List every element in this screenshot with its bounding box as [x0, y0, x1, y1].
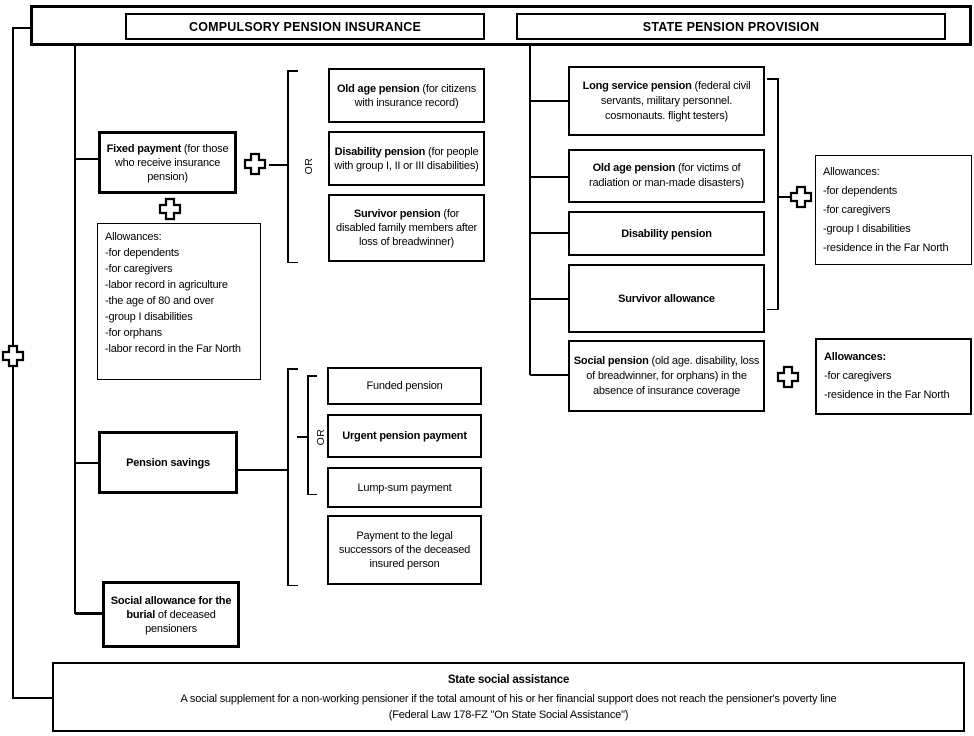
allowance-item: -group I disabilities	[105, 311, 193, 323]
connector-line	[12, 27, 31, 29]
plus-icon	[158, 197, 182, 221]
header-state-pension-provision: STATE PENSION PROVISION	[516, 13, 946, 40]
state-disability-pension-box: Disability pension	[568, 211, 765, 256]
connector-line	[530, 176, 568, 178]
or-bracket	[287, 70, 289, 263]
insurance-allowances-box: Allowances: -for dependents -for caregiv…	[97, 223, 261, 380]
group-bracket	[287, 584, 298, 586]
urgent-pension-payment-box: Urgent pension payment	[327, 414, 482, 458]
state-social-assistance-line2: (Federal Law 178-FZ "On State Social Ass…	[388, 708, 629, 721]
social-pension-box: Social pension (old age. disability, los…	[568, 340, 765, 412]
legal-successors-payment-box: Payment to the legal successors of the d…	[327, 515, 482, 585]
or-bracket	[297, 436, 307, 438]
or-label: OR	[303, 157, 315, 175]
plus-icon	[1, 344, 25, 368]
or-bracket	[307, 375, 309, 495]
burial-allowance-text: Social allowance for the burial of decea…	[110, 594, 232, 635]
state-allowances-box-1: Allowances: -for dependents -for caregiv…	[815, 155, 972, 265]
allowance-item: -for dependents	[105, 247, 180, 259]
fixed-payment-box: Fixed payment (for those who receive ins…	[98, 131, 237, 194]
state-social-assistance-line1: A social supplement for a non-working pe…	[180, 692, 837, 705]
survivor-allowance-box: Survivor allowance	[568, 264, 765, 333]
allowance-item: -for orphans	[105, 327, 162, 339]
state-social-assistance-title: State social assistance	[447, 673, 570, 686]
allowances-title: Allowances:	[824, 351, 886, 363]
disability-pension-box: Disability pension (for people with grou…	[328, 131, 485, 186]
group-bracket	[767, 308, 779, 310]
funded-pension-box: Funded pension	[327, 367, 482, 405]
connector-line	[238, 469, 287, 471]
group-bracket	[287, 368, 289, 586]
allowance-item: -group I disabilities	[823, 223, 911, 235]
allowance-item: -labor record in agriculture	[105, 279, 228, 291]
long-service-pension-box: Long service pension (federal civil serv…	[568, 66, 765, 136]
allowance-item: -residence in the Far North	[824, 389, 950, 401]
lump-sum-payment-text: Lump-sum payment	[357, 481, 452, 494]
survivor-pension-box: Survivor pension (for disabled family me…	[328, 194, 485, 262]
plus-icon	[243, 152, 267, 176]
social-pension-text: Social pension (old age. disability, los…	[573, 354, 760, 397]
or-bracket	[287, 261, 298, 263]
connector-line	[530, 374, 568, 376]
burial-allowance-box: Social allowance for the burial of decea…	[102, 581, 240, 648]
connector-line	[75, 612, 103, 615]
survivor-allowance-text: Survivor allowance	[618, 292, 715, 305]
urgent-pension-payment-text: Urgent pension payment	[342, 430, 467, 442]
allowance-item: -the age of 80 and over	[105, 295, 215, 307]
or-bracket	[287, 70, 298, 72]
plus-icon	[776, 365, 800, 389]
group-bracket	[287, 368, 298, 370]
group-bracket	[777, 78, 779, 310]
connector-line	[74, 44, 76, 614]
connector-line	[529, 44, 531, 375]
long-service-pension-text: Long service pension (federal civil serv…	[582, 79, 751, 122]
connector-line	[530, 100, 568, 102]
fixed-payment-text: Fixed payment (for those who receive ins…	[106, 142, 229, 183]
or-bracket	[269, 164, 287, 166]
allowances-title: Allowances:	[823, 166, 880, 178]
connector-line	[12, 697, 53, 699]
connector-line	[75, 462, 98, 464]
legal-successors-payment-text: Payment to the legal successors of the d…	[338, 530, 471, 570]
allowance-item: -labor record in the Far North	[105, 343, 241, 355]
connector-line	[530, 298, 568, 300]
disability-pension-text: Disability pension (for people with grou…	[334, 145, 479, 172]
old-age-victims-pension-box: Old age pension (for victims of radiatio…	[568, 149, 765, 203]
survivor-pension-text: Survivor pension (for disabled family me…	[336, 208, 477, 248]
header-compulsory-pension-insurance: COMPULSORY PENSION INSURANCE	[125, 13, 485, 40]
lump-sum-payment-box: Lump-sum payment	[327, 467, 482, 508]
old-age-victims-pension-text: Old age pension (for victims of radiatio…	[588, 162, 744, 189]
old-age-pension-box: Old age pension (for citizens with insur…	[328, 68, 485, 123]
allowance-item: -for caregivers	[823, 204, 891, 216]
pension-savings-text: Pension savings	[126, 456, 210, 469]
allowance-item: -for caregivers	[824, 370, 892, 382]
state-allowances-box-2: Allowances: -for caregivers -residence i…	[815, 338, 972, 415]
funded-pension-text: Funded pension	[366, 380, 443, 392]
group-bracket	[777, 196, 791, 198]
plus-icon	[789, 185, 813, 209]
header-right-label: STATE PENSION PROVISION	[642, 19, 820, 34]
pension-savings-box: Pension savings	[98, 431, 238, 494]
allowance-item: -residence in the Far North	[823, 242, 949, 254]
or-bracket	[307, 375, 317, 377]
connector-line	[530, 232, 568, 234]
state-disability-pension-text: Disability pension	[621, 227, 712, 240]
state-social-assistance-box: State social assistance A social supplem…	[52, 662, 965, 732]
old-age-pension-text: Old age pension (for citizens with insur…	[336, 82, 477, 109]
allowances-title: Allowances:	[105, 231, 162, 243]
header-left-label: COMPULSORY PENSION INSURANCE	[188, 19, 422, 34]
allowance-item: -for caregivers	[105, 263, 173, 275]
connector-line	[75, 158, 98, 160]
group-bracket	[767, 78, 779, 80]
or-bracket	[307, 493, 317, 495]
allowance-item: -for dependents	[823, 185, 898, 197]
